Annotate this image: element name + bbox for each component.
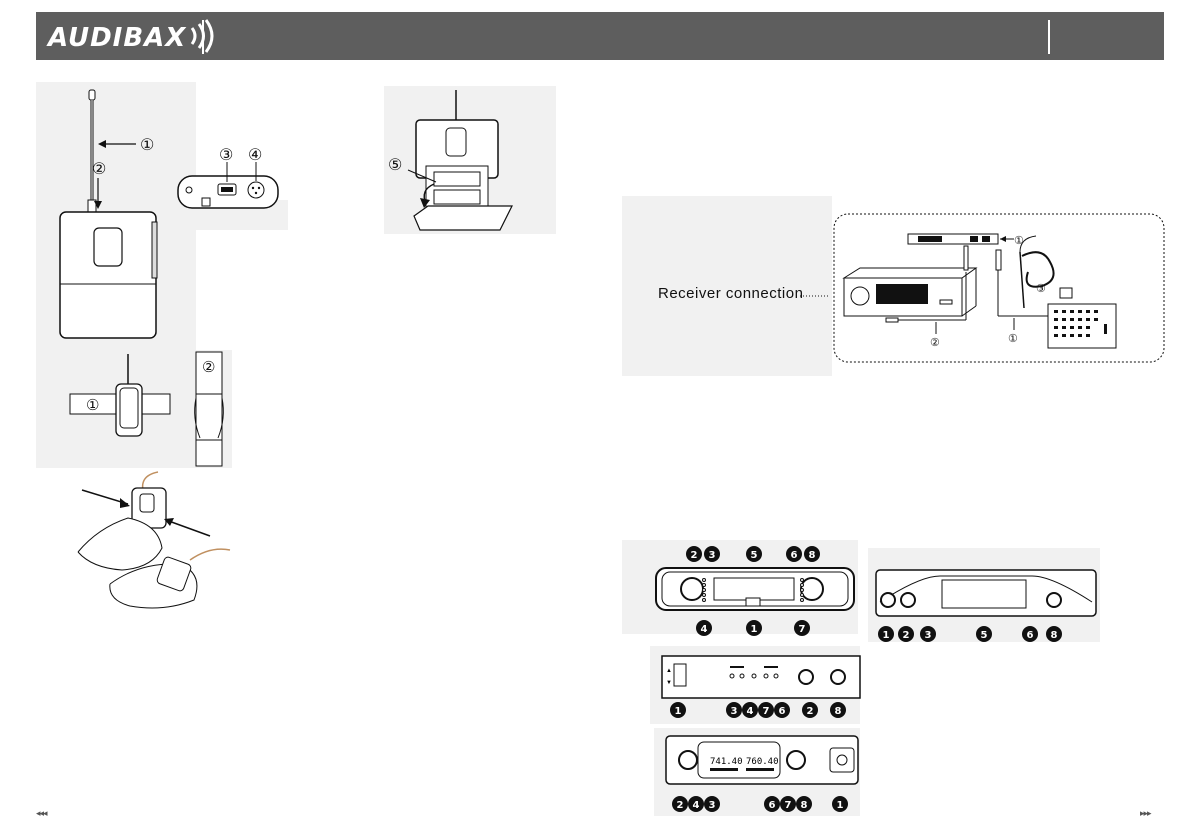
rx-b-callout: 2 <box>903 630 910 641</box>
receiver-d-figure: 741.40 760.40 2 4 3 6 7 8 1 <box>654 730 862 820</box>
header-bar: AUDIBAX <box>36 12 1164 60</box>
rx-c-callout: 3 <box>731 706 738 717</box>
callout-clip-belt: ① <box>86 397 99 414</box>
rx-b-callout: 1 <box>883 630 890 641</box>
page-prev-arrows: ◂◂◂ <box>36 808 47 819</box>
rx-d-callout: 7 <box>785 800 792 811</box>
transmitter-bottom-figure: ③ ④ <box>168 140 288 230</box>
header-separator <box>1048 20 1050 54</box>
rx-a-callout: 3 <box>709 550 716 561</box>
battery-compartment-figure: ⑤ <box>384 86 556 234</box>
receiver-connection-diagram: ① ② ③ ① <box>800 212 1166 364</box>
hands-battery-figure <box>60 460 240 630</box>
callout-usb: ③ <box>219 147 233 164</box>
rx-d-callout: 1 <box>837 800 844 811</box>
callout-rx-1: ① <box>1014 235 1024 247</box>
page-next-arrows: ▸▸▸ <box>1140 808 1151 819</box>
callout-rx-3: ③ <box>1036 283 1046 295</box>
rx-d-callout: 3 <box>709 800 716 811</box>
rx-a-callout: 2 <box>691 550 698 561</box>
header-separator <box>202 20 204 54</box>
receiver-a-figure: 2 3 5 6 8 4 1 7 <box>622 540 858 640</box>
rx-d-callout: 4 <box>693 800 700 811</box>
rx-c-callout: 8 <box>835 706 842 717</box>
svg-text:▲: ▲ <box>666 668 672 674</box>
callout-antenna: ① <box>140 137 154 154</box>
rx-a-callout: 8 <box>809 550 816 561</box>
callout-battery: ⑤ <box>388 157 402 174</box>
rx-b-callout: 6 <box>1027 630 1034 641</box>
svg-text:▼: ▼ <box>666 680 672 686</box>
rx-c-callout: 6 <box>779 706 786 717</box>
receiver-b-figure: 1 2 3 5 6 8 <box>868 552 1100 652</box>
belt-clip-figure: ① ② <box>60 348 240 468</box>
rx-c-callout: 2 <box>807 706 814 717</box>
rx-c-callout: 4 <box>747 706 754 717</box>
callout-clip-side: ② <box>202 359 215 376</box>
rx-c-callout: 1 <box>675 706 682 717</box>
rx-d-callout: 6 <box>769 800 776 811</box>
rx-c-callout: 7 <box>763 706 770 717</box>
receiver-c-figure: ▲ ▼ 1 3 4 7 6 2 8 <box>650 650 864 724</box>
rx-a-callout: 5 <box>751 550 758 561</box>
rx-b-callout: 8 <box>1051 630 1058 641</box>
callout-rx-4: ① <box>1008 333 1018 345</box>
rx-b-callout: 3 <box>925 630 932 641</box>
callout-antenna-base: ② <box>92 161 106 178</box>
rx-a-callout: 6 <box>791 550 798 561</box>
rx-d-callout: 8 <box>801 800 808 811</box>
rx-a-callout: 7 <box>799 624 806 635</box>
receiver-connection-label: Receiver connection <box>658 285 803 302</box>
svg-text:AUDIBAX: AUDIBAX <box>46 23 187 53</box>
lcd-left-frequency: 741.40 <box>710 757 743 767</box>
rx-d-callout: 2 <box>677 800 684 811</box>
lcd-right-frequency: 760.40 <box>746 757 779 767</box>
rx-a-callout: 1 <box>751 624 758 635</box>
callout-rx-2: ② <box>930 337 940 349</box>
rx-a-callout: 4 <box>701 624 708 635</box>
callout-mini-xlr: ④ <box>248 147 262 164</box>
rx-b-callout: 5 <box>981 630 988 641</box>
